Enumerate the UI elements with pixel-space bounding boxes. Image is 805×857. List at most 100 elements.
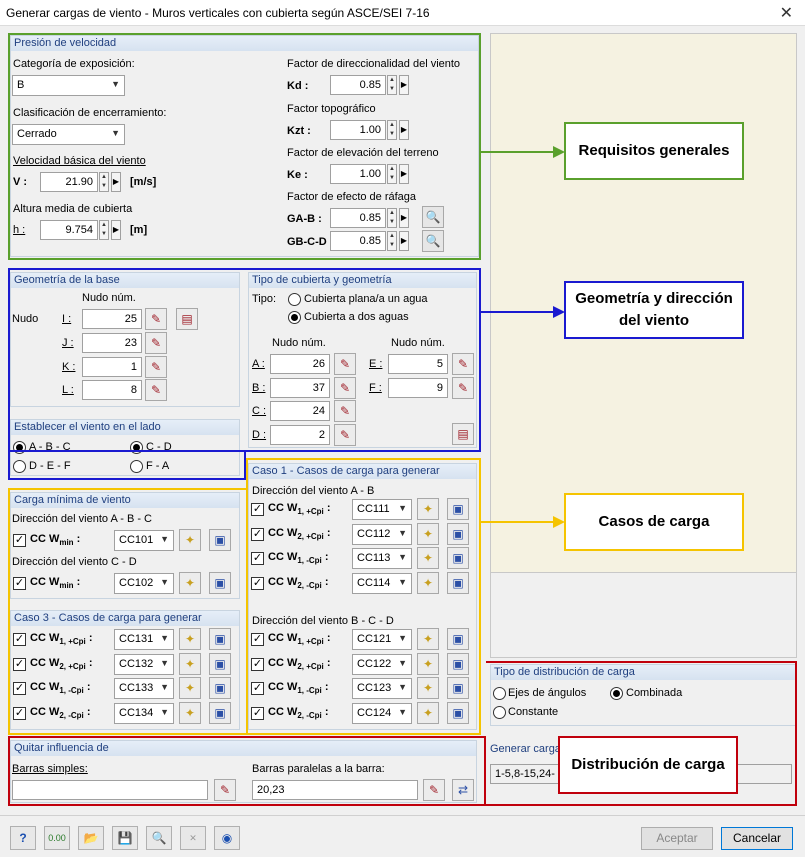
velocidad-spinner[interactable]: ▲▼ bbox=[99, 172, 109, 192]
cc-edit-icon[interactable]: ▣ bbox=[447, 628, 469, 650]
cc-new-icon[interactable]: ✦ bbox=[179, 652, 201, 675]
ke-spinner[interactable]: ▲▼ bbox=[387, 164, 397, 184]
cc-select[interactable]: CC133▼ bbox=[114, 678, 174, 699]
kzt-arrow[interactable]: ▶ bbox=[399, 120, 409, 140]
cc-new-icon[interactable]: ✦ bbox=[417, 677, 439, 699]
gab-arrow[interactable]: ▶ bbox=[399, 208, 409, 228]
cc-edit-icon[interactable]: ▣ bbox=[447, 571, 469, 594]
cc-select[interactable]: CC122▼ bbox=[352, 653, 412, 675]
node-j-input[interactable]: 23 bbox=[82, 333, 142, 353]
cc-edit-icon[interactable]: ▣ bbox=[447, 498, 469, 520]
node-k-input[interactable]: 1 bbox=[82, 357, 142, 377]
minima-cc2-new-icon[interactable]: ✦ bbox=[179, 572, 201, 594]
gab-spinner[interactable]: ▲▼ bbox=[387, 208, 397, 228]
node-k-pick-icon[interactable]: ✎ bbox=[145, 356, 167, 378]
minima-cc2-select[interactable]: CC102▼ bbox=[114, 573, 174, 594]
cc-new-icon[interactable]: ✦ bbox=[417, 547, 439, 569]
ke-input[interactable]: 1.00 bbox=[330, 164, 386, 184]
kd-arrow[interactable]: ▶ bbox=[399, 75, 409, 95]
cc-select[interactable]: CC114▼ bbox=[352, 572, 412, 594]
node-b-pick-icon[interactable]: ✎ bbox=[334, 377, 356, 399]
help-icon[interactable]: ? bbox=[10, 826, 36, 850]
barras-paralelas-swap-icon[interactable]: ⇄ bbox=[452, 779, 474, 801]
cc-new-icon[interactable]: ✦ bbox=[417, 701, 439, 724]
node-b-input[interactable]: 37 bbox=[270, 378, 330, 398]
kzt-spinner[interactable]: ▲▼ bbox=[387, 120, 397, 140]
node-l-input[interactable]: 8 bbox=[82, 380, 142, 400]
cc-checkbox[interactable]: ✓ bbox=[251, 503, 264, 516]
view-icon[interactable]: ◉ bbox=[214, 826, 240, 850]
cc-checkbox[interactable]: ✓ bbox=[251, 576, 264, 590]
cc-checkbox[interactable]: ✓ bbox=[13, 706, 26, 720]
cc-checkbox[interactable]: ✓ bbox=[251, 552, 264, 565]
roof-table-icon[interactable]: ▤ bbox=[452, 423, 474, 445]
cc-select[interactable]: CC123▼ bbox=[352, 678, 412, 699]
lado-def-radio[interactable] bbox=[13, 460, 26, 473]
cc-select[interactable]: CC113▼ bbox=[352, 548, 412, 569]
barras-simples-input[interactable] bbox=[12, 780, 208, 800]
node-f-pick-icon[interactable]: ✎ bbox=[452, 377, 474, 399]
velocidad-input[interactable]: 21.90 bbox=[40, 172, 98, 192]
cc-select[interactable]: CC121▼ bbox=[352, 629, 412, 650]
cc-new-icon[interactable]: ✦ bbox=[417, 571, 439, 594]
cc-new-icon[interactable]: ✦ bbox=[417, 652, 439, 675]
node-i-pick-icon[interactable]: ✎ bbox=[145, 308, 167, 330]
cc-new-icon[interactable]: ✦ bbox=[417, 628, 439, 650]
node-table-icon[interactable]: ▤ bbox=[176, 308, 198, 330]
cc-new-icon[interactable]: ✦ bbox=[179, 677, 201, 699]
cc-select[interactable]: CC131▼ bbox=[114, 629, 174, 650]
cc-select[interactable]: CC124▼ bbox=[352, 702, 412, 724]
cc-edit-icon[interactable]: ▣ bbox=[209, 628, 231, 650]
cc-edit-icon[interactable]: ▣ bbox=[447, 701, 469, 724]
barras-simples-pick-icon[interactable]: ✎ bbox=[214, 779, 236, 801]
minima-cc2-edit-icon[interactable]: ▣ bbox=[209, 572, 231, 594]
cc-checkbox[interactable]: ✓ bbox=[13, 633, 26, 646]
barras-paralelas-pick-icon[interactable]: ✎ bbox=[423, 779, 445, 801]
save-icon[interactable]: 💾 bbox=[112, 826, 138, 850]
cc-select[interactable]: CC134▼ bbox=[114, 702, 174, 724]
cc-edit-icon[interactable]: ▣ bbox=[447, 522, 469, 545]
reset-icon[interactable]: ✕ bbox=[180, 826, 206, 850]
node-c-input[interactable]: 24 bbox=[270, 401, 330, 421]
cc-checkbox[interactable]: ✓ bbox=[251, 682, 264, 695]
exposicion-select[interactable]: B▼ bbox=[12, 75, 125, 96]
gbcd-detail-icon[interactable]: 🔍 bbox=[422, 230, 444, 252]
minima-cc1-new-icon[interactable]: ✦ bbox=[179, 529, 201, 551]
altura-spinner[interactable]: ▲▼ bbox=[99, 220, 109, 240]
node-d-input[interactable]: 2 bbox=[270, 425, 330, 445]
kzt-input[interactable]: 1.00 bbox=[330, 120, 386, 140]
gbcd-input[interactable]: 0.85 bbox=[330, 231, 386, 251]
cc-checkbox[interactable]: ✓ bbox=[251, 633, 264, 646]
cc-edit-icon[interactable]: ▣ bbox=[447, 677, 469, 699]
cubierta-plana-radio[interactable] bbox=[288, 293, 301, 306]
cc-edit-icon[interactable]: ▣ bbox=[447, 547, 469, 569]
cc-checkbox[interactable]: ✓ bbox=[13, 682, 26, 695]
cc-select[interactable]: CC112▼ bbox=[352, 523, 412, 545]
cc-edit-icon[interactable]: ▣ bbox=[447, 652, 469, 675]
cc-new-icon[interactable]: ✦ bbox=[179, 701, 201, 724]
gbcd-spinner[interactable]: ▲▼ bbox=[387, 231, 397, 251]
cc-checkbox[interactable]: ✓ bbox=[251, 657, 264, 671]
gbcd-arrow[interactable]: ▶ bbox=[399, 231, 409, 251]
minima-cc2-checkbox[interactable]: ✓ bbox=[13, 577, 26, 590]
velocidad-arrow[interactable]: ▶ bbox=[111, 172, 121, 192]
units-icon[interactable]: 0.00 bbox=[44, 826, 70, 850]
node-f-input[interactable]: 9 bbox=[388, 378, 448, 398]
node-c-pick-icon[interactable]: ✎ bbox=[334, 400, 356, 422]
cc-select[interactable]: CC111▼ bbox=[352, 499, 412, 520]
kd-spinner[interactable]: ▲▼ bbox=[387, 75, 397, 95]
close-icon[interactable]: ✕ bbox=[779, 5, 793, 22]
cc-new-icon[interactable]: ✦ bbox=[417, 498, 439, 520]
cc-edit-icon[interactable]: ▣ bbox=[209, 652, 231, 675]
cc-edit-icon[interactable]: ▣ bbox=[209, 701, 231, 724]
ke-arrow[interactable]: ▶ bbox=[399, 164, 409, 184]
cancelar-button[interactable]: Cancelar bbox=[721, 827, 793, 850]
barras-paralelas-input[interactable]: 20,23 bbox=[252, 780, 418, 800]
open-folder-icon[interactable]: 📂 bbox=[78, 826, 104, 850]
altura-arrow[interactable]: ▶ bbox=[111, 220, 121, 240]
node-j-pick-icon[interactable]: ✎ bbox=[145, 332, 167, 354]
cc-edit-icon[interactable]: ▣ bbox=[209, 677, 231, 699]
encerramiento-select[interactable]: Cerrado▼ bbox=[12, 124, 125, 145]
node-d-pick-icon[interactable]: ✎ bbox=[334, 424, 356, 446]
cubierta-dos-radio[interactable] bbox=[288, 311, 301, 324]
